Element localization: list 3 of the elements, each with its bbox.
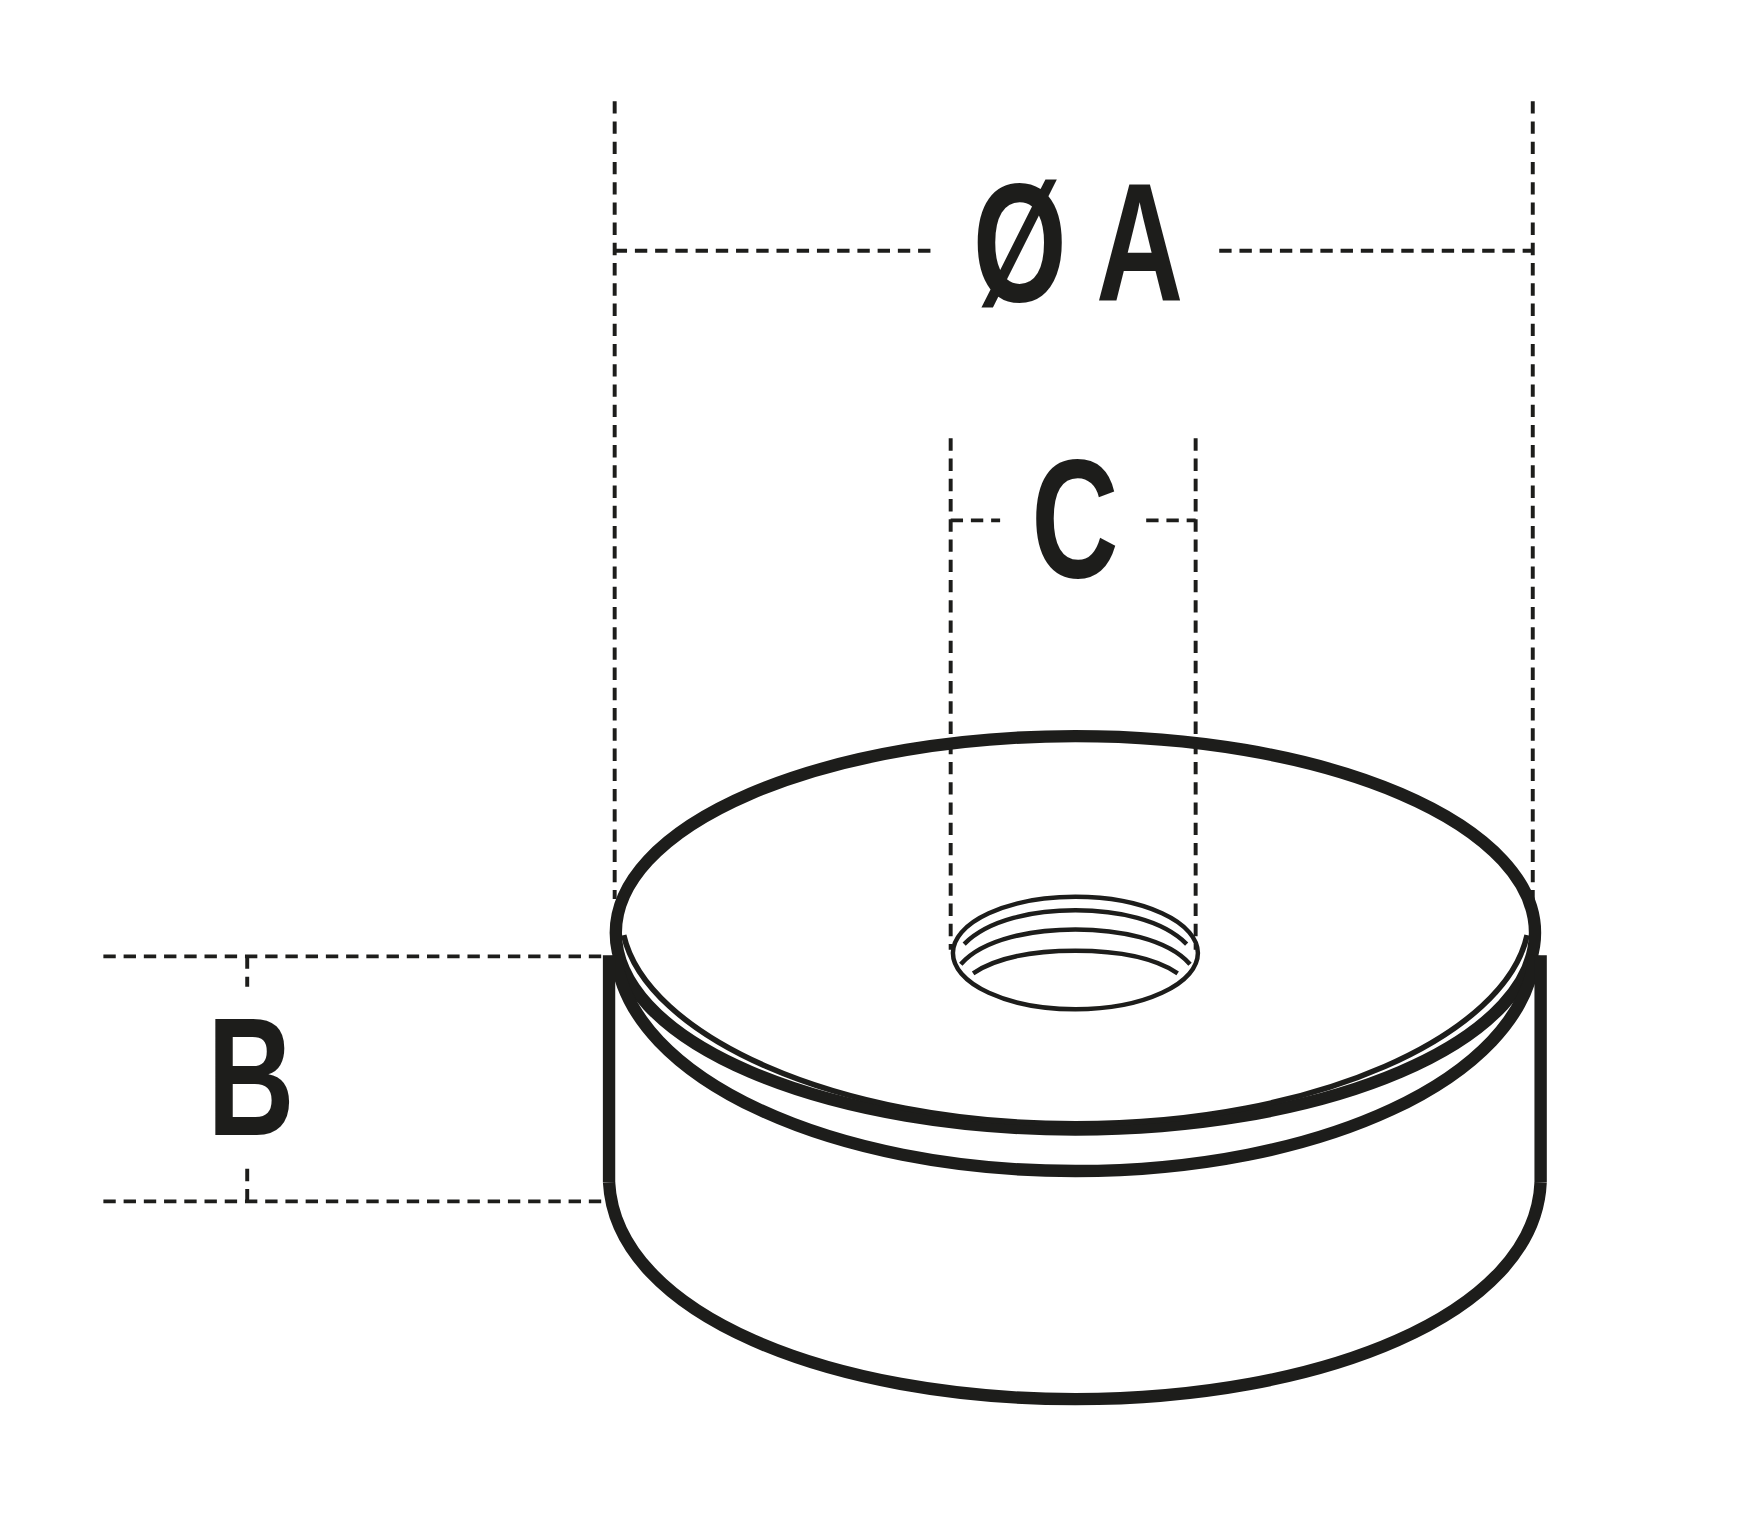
dimension-label: Ø A xyxy=(972,159,1184,327)
dimension-label: C xyxy=(1031,435,1119,603)
dimension-label: B xyxy=(207,993,295,1161)
